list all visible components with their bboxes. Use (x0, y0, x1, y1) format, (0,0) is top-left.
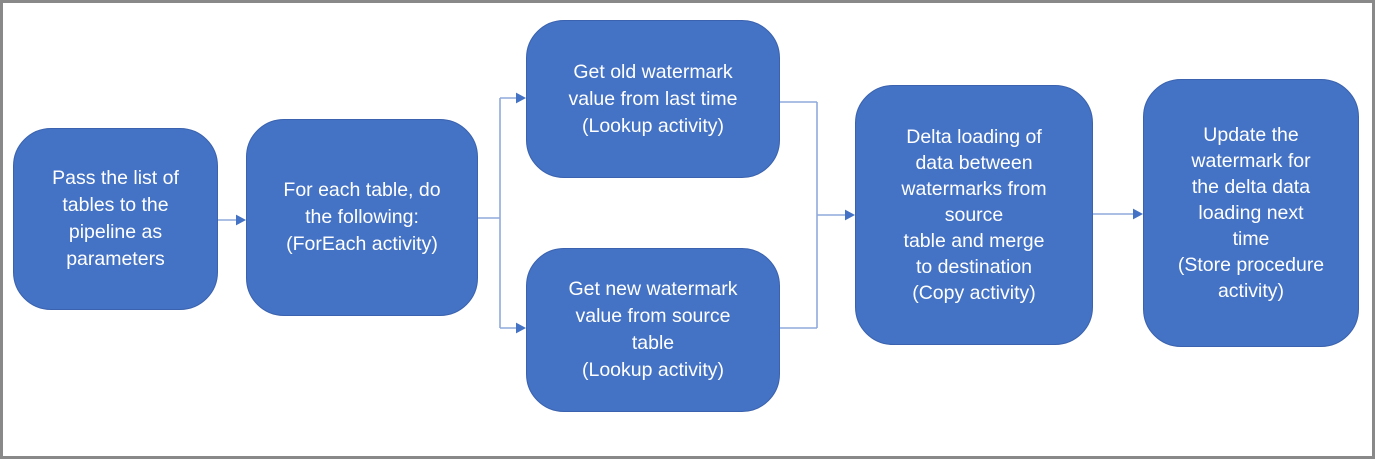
connector-pass-to-foreach (218, 214, 246, 226)
arrowhead (1133, 208, 1143, 220)
node-update-watermark: Update the watermark for the delta data … (1143, 79, 1359, 347)
arrowhead (845, 209, 855, 221)
node-pass-list: Pass the list of tables to the pipeline … (13, 128, 218, 310)
node-label: Get new watermark value from source tabl… (568, 278, 738, 381)
arrowhead (236, 214, 246, 226)
node-get-old-watermark: Get old watermark value from last time (… (526, 20, 780, 178)
node-label: Pass the list of tables to the pipeline … (52, 167, 179, 270)
connector-delta-to-update (1091, 208, 1143, 220)
arrowhead (516, 322, 526, 334)
node-get-new-watermark: Get new watermark value from source tabl… (526, 248, 780, 412)
node-label: Get old watermark value from last time (… (568, 60, 738, 137)
node-label: Update the watermark for the delta data … (1177, 124, 1325, 302)
node-label: Delta loading of data between watermarks… (901, 126, 1047, 304)
connector-foreach-branch (478, 92, 526, 334)
connector-merge-to-delta (780, 101, 855, 329)
node-foreach: For each table, do the following: (ForEa… (246, 119, 478, 316)
node-delta-loading: Delta loading of data between watermarks… (855, 85, 1093, 345)
arrowhead (516, 92, 526, 104)
node-label: For each table, do the following: (ForEa… (283, 179, 441, 255)
